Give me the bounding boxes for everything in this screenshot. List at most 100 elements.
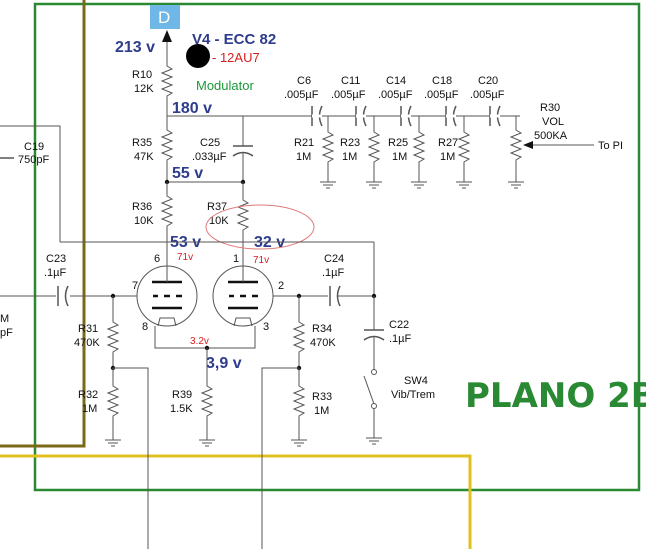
- r33-value: 1M: [314, 405, 329, 417]
- measured-plate-left: 71v: [177, 252, 193, 263]
- r25-name: R25: [388, 137, 408, 149]
- voltage-b-plus: 213 v: [115, 39, 155, 56]
- c14-value: .005µF: [378, 89, 413, 101]
- pin-1: 1: [233, 253, 239, 265]
- r35-value: 47K: [134, 151, 154, 163]
- r31-value: 470K: [74, 337, 100, 349]
- resistor-r27: [457, 116, 471, 182]
- c24-value: .1µF: [322, 267, 345, 279]
- resistor-r23: [367, 116, 381, 182]
- pot-wiper-arrow: [523, 141, 533, 149]
- resistor-r36: [160, 182, 174, 276]
- r30-value: 500KA: [534, 130, 568, 142]
- section-badge: [150, 5, 180, 29]
- voltage-cathode: 3,9 v: [206, 355, 242, 372]
- wire-r34-r33-bias: [261, 367, 299, 549]
- highlight-ellipse: [205, 204, 315, 250]
- left-partial-a: pF: [0, 327, 13, 339]
- capacitor-c23-plate-b: [64, 285, 69, 307]
- ground-symbol-sw4: [366, 437, 382, 445]
- r37-name: R37: [207, 201, 227, 213]
- c18-name: C18: [432, 75, 452, 87]
- tube-right-heater: [233, 317, 253, 327]
- r33-name: R33: [312, 391, 332, 403]
- c20-name: C20: [478, 75, 498, 87]
- ground-symbol-r30: [508, 181, 524, 189]
- pin-8: 8: [142, 321, 148, 333]
- c19-value: 750pF: [18, 154, 49, 166]
- ground-symbol-r27: [456, 181, 472, 189]
- measured-plate-right: 71v: [253, 255, 269, 266]
- switch-sw4-contact-bottom: [371, 403, 377, 409]
- c19-name: C19: [24, 141, 44, 153]
- wire-r31-r32-bias: [113, 367, 149, 549]
- r32-name: R32: [78, 389, 98, 401]
- resistor-r37: [236, 182, 250, 276]
- c20-value: .005µF: [470, 89, 505, 101]
- c6-name: C6: [297, 75, 311, 87]
- measured-cathode: 3.2v: [190, 336, 209, 347]
- r39-name: R39: [172, 389, 192, 401]
- resistor-r35: [160, 116, 174, 182]
- pot-destination: To PI: [598, 140, 623, 152]
- c23-name: C23: [46, 253, 66, 265]
- r27-value: 1M: [440, 151, 455, 163]
- r35-name: R35: [132, 137, 152, 149]
- c24-name: C24: [324, 253, 344, 265]
- r23-value: 1M: [342, 151, 357, 163]
- pin-3: 3: [263, 321, 269, 333]
- b-plus-arrow: [162, 30, 172, 42]
- c25-name: C25: [200, 137, 220, 149]
- section-badge-label: D: [158, 8, 170, 27]
- r31-name: R31: [78, 323, 98, 335]
- c22-value: .1µF: [389, 333, 412, 345]
- voltage-55: 55 v: [172, 165, 203, 182]
- tube-marker-dot: [186, 44, 210, 68]
- board-border: [33, 2, 641, 492]
- ground-symbol-r39: [199, 439, 215, 447]
- resistor-r39: [200, 348, 214, 440]
- r36-name: R36: [132, 201, 152, 213]
- resistor-r34: [292, 296, 306, 368]
- c23-value: .1µF: [44, 267, 67, 279]
- capacitor-c24-plate-b: [336, 285, 341, 307]
- ground-symbol-r25: [411, 181, 427, 189]
- olive-trace: [0, 0, 86, 448]
- ground-symbol-r33: [291, 439, 307, 447]
- voltage-180: 180 v: [172, 100, 212, 117]
- r30-name: R30: [540, 102, 560, 114]
- r30-line1: VOL: [542, 116, 564, 128]
- c18-value: .005µF: [424, 89, 459, 101]
- resistor-r32: [106, 368, 120, 440]
- resistor-r25: [412, 116, 426, 182]
- r25-value: 1M: [392, 151, 407, 163]
- c6-value: .005µF: [284, 89, 319, 101]
- resistor-r31: [106, 296, 120, 368]
- wire-c19: [0, 125, 61, 242]
- r34-name: R34: [312, 323, 332, 335]
- sw4-name: SW4: [404, 375, 428, 387]
- r10-value: 12K: [134, 83, 154, 95]
- c11-name: C11: [341, 75, 360, 87]
- tube-role: Modulator: [196, 78, 254, 93]
- resistor-r21: [321, 116, 335, 182]
- r39-value: 1.5K: [170, 403, 193, 415]
- potentiometer-r30[interactable]: [509, 116, 523, 182]
- ground-symbol-r21: [320, 181, 336, 189]
- tube-alt-name: - 12AU7: [212, 50, 260, 65]
- r36-value: 10K: [134, 215, 154, 227]
- left-partial-b: M: [0, 313, 9, 325]
- yellow-trace: [0, 454, 472, 549]
- r21-name: R21: [294, 137, 314, 149]
- switch-sw4-contact-top: [371, 369, 377, 375]
- ground-symbol-r32: [105, 439, 121, 447]
- pin-2: 2: [278, 280, 284, 292]
- ground-symbol-r23: [366, 181, 382, 189]
- r34-value: 470K: [310, 337, 336, 349]
- resistor-r10: [160, 62, 174, 116]
- switch-sw4-lever[interactable]: [363, 375, 375, 405]
- r27-name: R27: [438, 137, 458, 149]
- c22-name: C22: [389, 319, 409, 331]
- r23-name: R23: [340, 137, 360, 149]
